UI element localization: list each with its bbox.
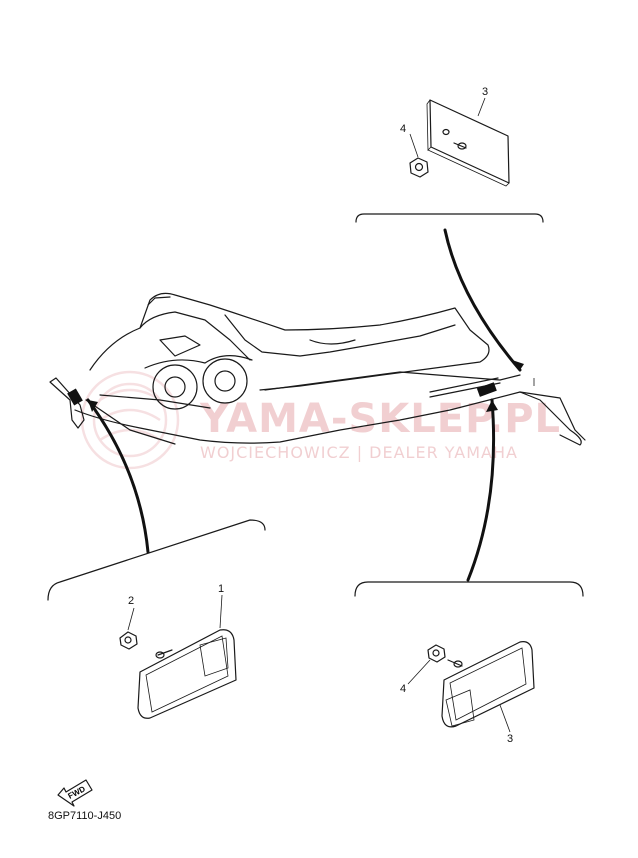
detail-front-left-reflector: 1 2: [47, 398, 266, 719]
detail-frame-left: [47, 519, 266, 601]
watermark-brand: YAMA-SKLEP.PL: [199, 396, 561, 442]
callout-4-bottom: 4: [400, 683, 406, 695]
callout-3-top: 3: [482, 86, 488, 98]
watermark-dealer: WOJCIECHOWICZ | DEALER YAMAHA: [200, 443, 518, 462]
front-reflector-marker: [67, 388, 83, 406]
arrowhead-left: [88, 400, 98, 412]
arrowhead-top: [512, 360, 524, 370]
detail-rear-right-reflector: 4 3: [354, 398, 584, 745]
detail-rear-reflector: 3 4: [355, 86, 544, 372]
leader-arrow-right: [466, 398, 496, 582]
callout-3-bottom: 3: [507, 733, 513, 745]
side-reflector-part-right: [441, 641, 535, 728]
side-reflector-part-left: [137, 629, 237, 719]
fwd-arrow-icon: FWD: [57, 779, 93, 807]
callout-2: 2: [128, 595, 134, 607]
callout-4-top: 4: [400, 123, 406, 135]
flange-nut-part: [409, 133, 429, 178]
rear-reflector-part: [426, 99, 510, 187]
watermark-logo-icon: [80, 370, 180, 470]
detail-frame-right: [354, 581, 584, 597]
leader-arrow-top: [443, 228, 522, 372]
part-code: 8GP7110-J450: [48, 810, 122, 822]
rear-reflector-marker: [476, 382, 497, 397]
snowmobile-outline: [49, 292, 586, 446]
flange-nut-part-right: [407, 644, 446, 685]
leader-arrow-left: [86, 398, 150, 554]
fwd-label: FWD: [66, 784, 87, 801]
detail-frame-top: [355, 213, 544, 223]
callout-1: 1: [218, 583, 224, 595]
arrowhead-right: [486, 400, 498, 412]
flange-nut-part-left: [119, 607, 138, 650]
